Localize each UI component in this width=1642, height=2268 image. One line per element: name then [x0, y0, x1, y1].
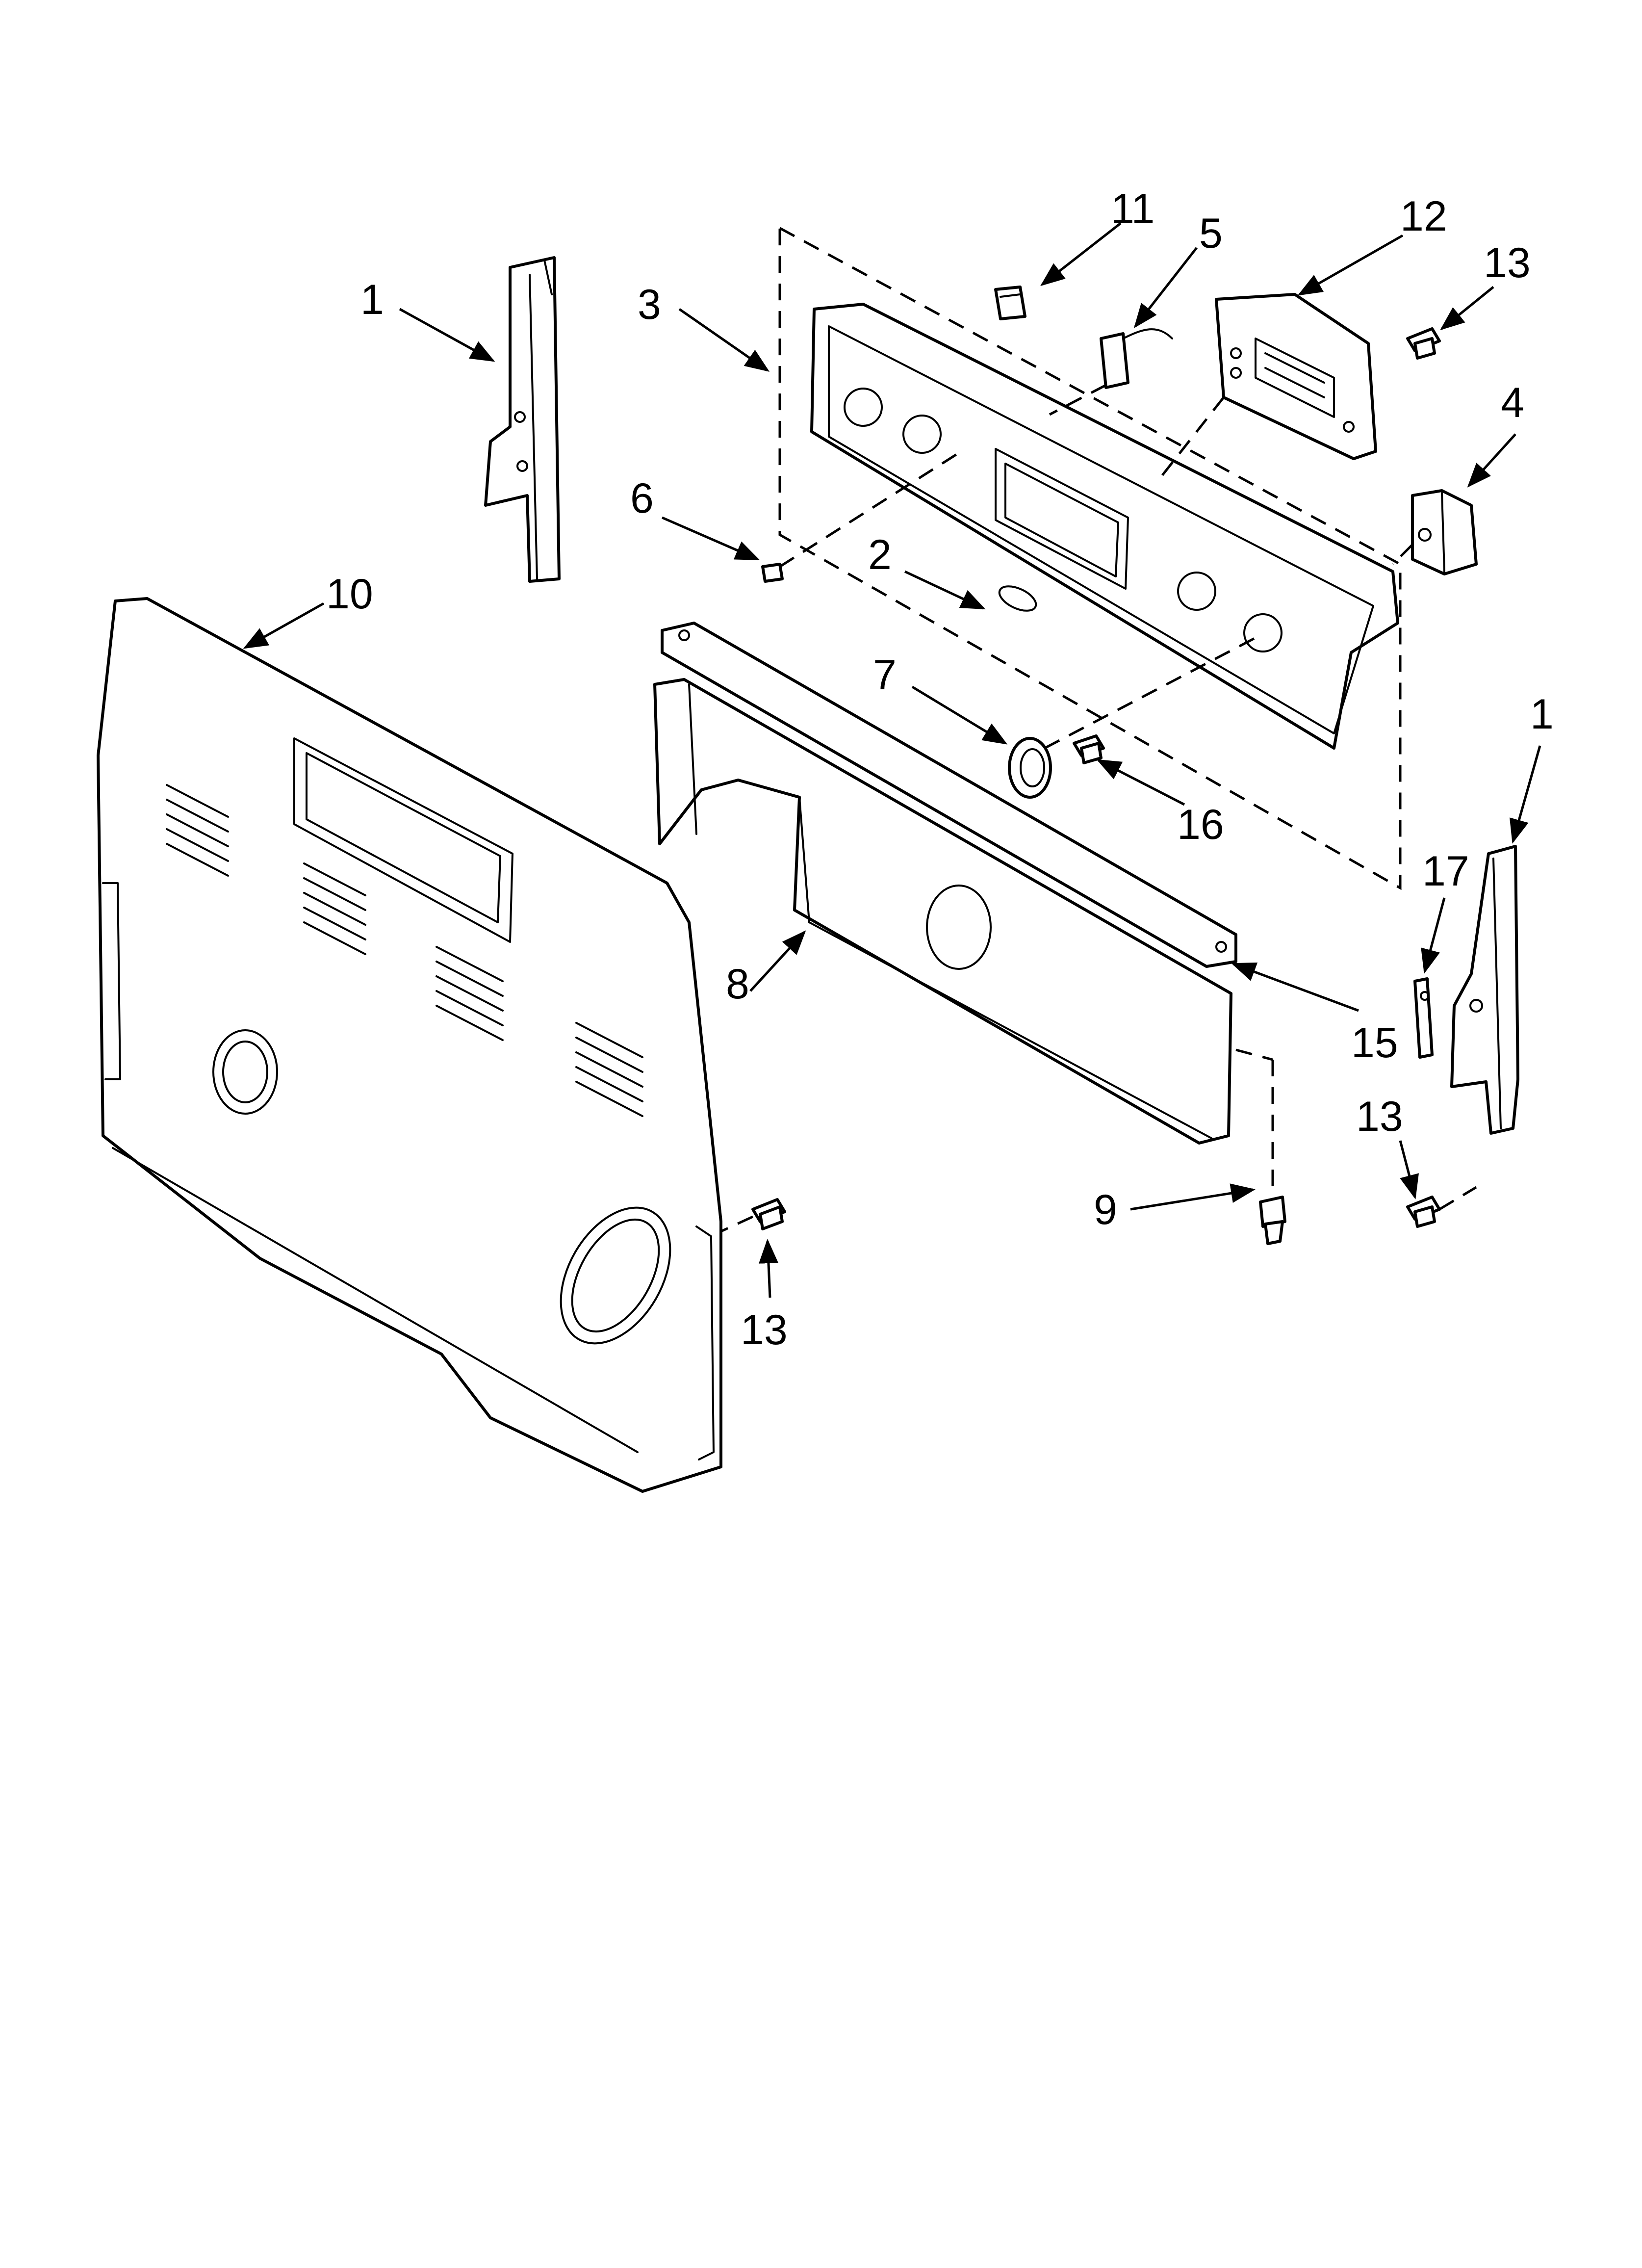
- leader-line-13a: [1440, 286, 1494, 331]
- callout-5: 5: [1199, 210, 1223, 257]
- leader-line-1b: [1509, 745, 1541, 844]
- callout-11: 11: [1111, 185, 1155, 233]
- callout-8: 8: [726, 961, 749, 1008]
- alignment-line-6: [779, 450, 962, 568]
- vent-slots-group-3: [436, 946, 504, 1041]
- part-9-screw: [1259, 1196, 1286, 1245]
- part-12-electronic-control: [1215, 293, 1377, 460]
- leader-line-15: [1231, 962, 1359, 1012]
- leader-line-4: [1467, 433, 1516, 488]
- callout-1-left: 1: [360, 276, 384, 323]
- leader-line-1a: [399, 308, 495, 362]
- alignment-line-12: [1159, 396, 1225, 479]
- alignment-line-4: [1392, 544, 1413, 565]
- callout-9: 9: [1094, 1186, 1117, 1233]
- part-17-clip: [1413, 977, 1434, 1059]
- part-1-right-side-bracket: [1450, 845, 1519, 1135]
- part-13-screw-center: [751, 1198, 786, 1230]
- assembly-outline-dashed: [778, 226, 1402, 890]
- leader-line-9: [1130, 1183, 1256, 1211]
- callout-3: 3: [638, 281, 661, 328]
- leader-line-10: [243, 602, 325, 649]
- callout-13-center: 13: [741, 1306, 788, 1354]
- alignment-line-13c: [720, 1215, 754, 1233]
- callout-4: 4: [1501, 379, 1524, 426]
- leader-line-7: [911, 685, 1008, 745]
- part-13-screw-top-right: [1406, 327, 1441, 360]
- part-13-screw-bottom-right: [1406, 1196, 1441, 1228]
- leader-line-13b: [1399, 1140, 1419, 1199]
- leader-line-12: [1297, 234, 1404, 296]
- part-3-control-panel: [810, 303, 1399, 750]
- part-7-knob: [1008, 737, 1052, 799]
- leader-line-11: [1040, 222, 1122, 287]
- callout-16: 16: [1177, 801, 1224, 848]
- part-6-screw: [761, 563, 784, 583]
- part-5-wire-harness: [1100, 328, 1173, 389]
- callout-17: 17: [1422, 848, 1469, 895]
- leader-line-5: [1133, 247, 1198, 328]
- callout-10: 10: [326, 571, 373, 618]
- alignment-line-7: [1044, 636, 1257, 750]
- alignment-line-13b: [1438, 1186, 1477, 1211]
- leader-line-6: [662, 516, 760, 561]
- leader-line-3: [678, 308, 770, 372]
- callout-1-right: 1: [1530, 691, 1554, 738]
- callout-7: 7: [873, 652, 897, 699]
- part-11-clip: [994, 286, 1026, 320]
- callout-15: 15: [1351, 1019, 1398, 1067]
- part-15-top-rail: [661, 622, 1237, 968]
- alignment-line-9: [1235, 1048, 1273, 1061]
- part-10-back-panel: [97, 597, 722, 1493]
- part-8-mounting-bracket: [653, 678, 1232, 1145]
- callout-2: 2: [868, 531, 892, 578]
- leader-line-13c: [758, 1239, 778, 1298]
- callout-12: 12: [1400, 193, 1447, 240]
- vent-slots-group-1: [166, 784, 229, 877]
- leader-line-8: [749, 930, 806, 992]
- leader-line-2: [904, 570, 986, 610]
- leader-line-16: [1096, 759, 1185, 806]
- vent-slots-group-2: [303, 862, 366, 955]
- part-16-screw: [1073, 734, 1105, 764]
- vent-slots-group-4: [575, 1022, 643, 1117]
- callout-13-top: 13: [1484, 239, 1531, 287]
- leader-line-17: [1421, 897, 1446, 974]
- alignment-line-5: [1049, 384, 1107, 416]
- part-4-switch-module: [1411, 489, 1478, 575]
- part-1-left-side-bracket: [484, 256, 561, 583]
- callout-6: 6: [630, 475, 654, 522]
- callout-13-right: 13: [1356, 1093, 1403, 1140]
